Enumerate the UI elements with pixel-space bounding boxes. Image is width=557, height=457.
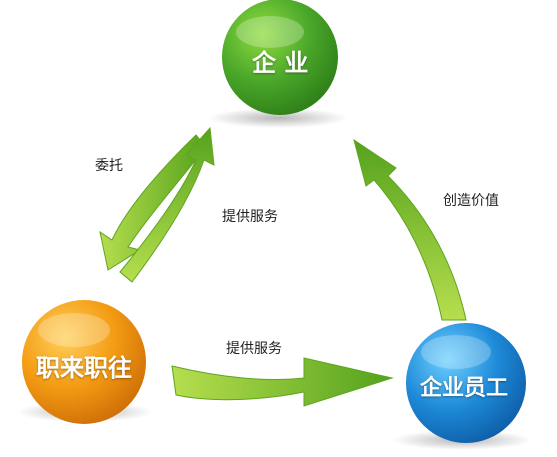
enterprise-node-label: 企 业 — [252, 49, 309, 77]
job-platform-node-label: 职来职往 — [36, 354, 132, 382]
service-to-employee-arrow — [171, 357, 394, 407]
job-platform-node — [22, 300, 146, 424]
create-value-arrow — [353, 138, 467, 321]
service-to-enterprise-label: 提供服务 — [222, 209, 278, 225]
enterprise-node-shadow — [208, 108, 348, 128]
enterprise-node-highlight — [236, 16, 304, 48]
job-platform-node-highlight — [38, 313, 110, 347]
create-value-label: 创造价值 — [443, 193, 499, 209]
entrust-arrow — [99, 134, 207, 271]
employee-node-highlight — [421, 335, 491, 369]
entrust-label: 委托 — [95, 158, 123, 174]
employee-node — [406, 323, 526, 443]
service-to-enterprise-arrow — [119, 126, 215, 283]
enterprise-node — [222, 0, 338, 115]
employee-node-label: 企业员工 — [420, 376, 509, 401]
service-to-employee-label: 提供服务 — [226, 341, 282, 357]
